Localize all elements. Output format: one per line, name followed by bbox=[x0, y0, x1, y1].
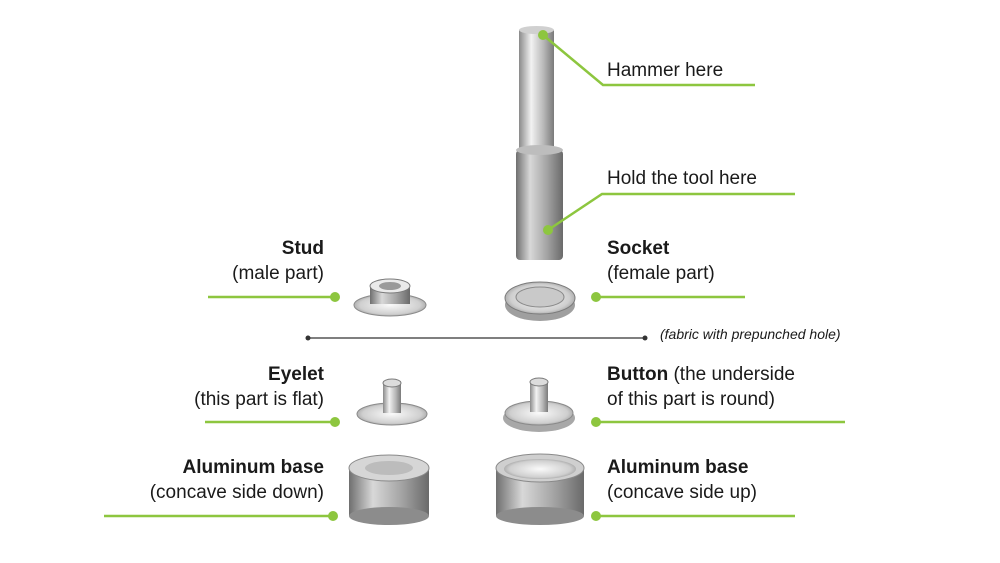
socket-part bbox=[504, 281, 576, 321]
tool-rod-top bbox=[519, 26, 554, 34]
label-eyelet: Eyelet (this part is flat) bbox=[194, 364, 324, 410]
leader-lines bbox=[104, 34, 845, 518]
aluminum-base-right bbox=[495, 453, 585, 525]
label-aluminum-base-right: Aluminum base (concave side up) bbox=[607, 457, 757, 503]
button-part bbox=[503, 377, 575, 432]
label-fabric: (fabric with prepunched hole) bbox=[660, 326, 841, 342]
label-hammer-here: Hammer here bbox=[607, 60, 724, 81]
leader-dots bbox=[328, 30, 601, 521]
label-stud: Stud (male part) bbox=[232, 238, 324, 284]
label-socket: Socket (female part) bbox=[607, 238, 715, 284]
label-hold-tool: Hold the tool here bbox=[607, 168, 757, 189]
tool-rod bbox=[519, 30, 554, 165]
stud-part bbox=[353, 278, 427, 317]
tool-sleeve bbox=[516, 150, 563, 260]
aluminum-base-left bbox=[348, 454, 430, 525]
label-aluminum-base-left: Aluminum base (concave side down) bbox=[149, 457, 324, 503]
eyelet-part bbox=[356, 378, 428, 426]
label-button: Button (the underside of this part is ro… bbox=[607, 364, 795, 410]
